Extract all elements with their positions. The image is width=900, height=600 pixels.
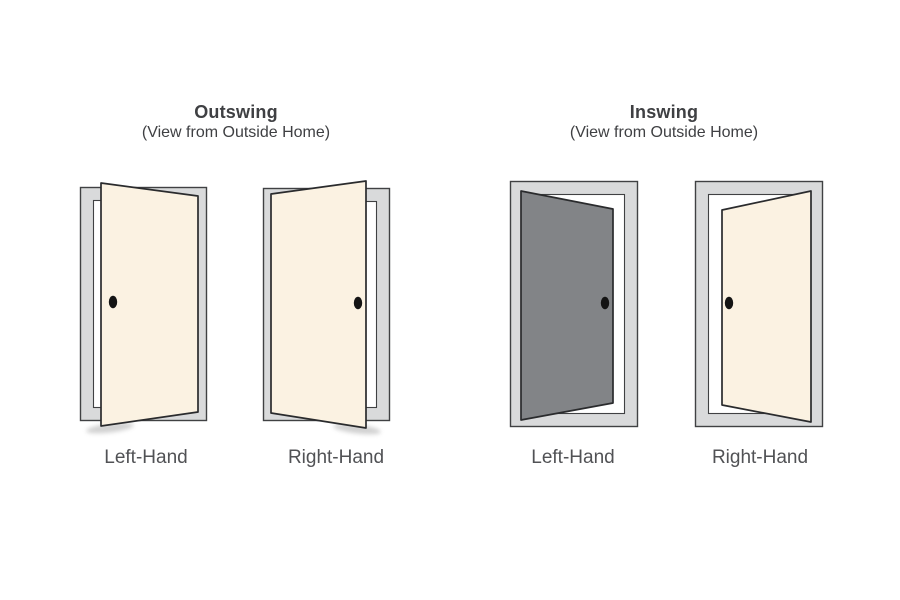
inswing-subtitle: (View from Outside Home)	[569, 124, 759, 141]
outswing-left-hand-label: Left-Hand	[104, 447, 188, 468]
outswing-right-hand-door-figure	[262, 180, 391, 435]
inswing-left-hand-label: Left-Hand	[531, 447, 615, 468]
outswing-subtitle: (View from Outside Home)	[141, 124, 331, 141]
door-leaf	[100, 182, 199, 427]
door-knob	[600, 296, 610, 310]
inswing-section-header: Inswing (View from Outside Home)	[484, 102, 844, 142]
door-shadow	[86, 422, 134, 434]
inswing-left-hand-door-figure	[509, 180, 639, 428]
outswing-right-hand-label: Right-Hand	[287, 447, 385, 468]
door-leaf	[721, 190, 812, 423]
inswing-right-hand-label: Right-Hand	[711, 447, 809, 468]
door-knob	[724, 296, 734, 310]
door-knob	[353, 296, 363, 310]
outswing-left-hand-door-figure	[79, 182, 208, 434]
outswing-section-header: Outswing (View from Outside Home)	[56, 102, 416, 142]
door-leaf	[270, 180, 367, 429]
door-leaf	[520, 190, 614, 421]
door-knob	[108, 295, 118, 309]
outswing-title: Outswing	[194, 102, 278, 122]
inswing-right-hand-door-figure	[694, 180, 824, 428]
inswing-title: Inswing	[629, 102, 699, 122]
door-shadow	[333, 423, 381, 435]
